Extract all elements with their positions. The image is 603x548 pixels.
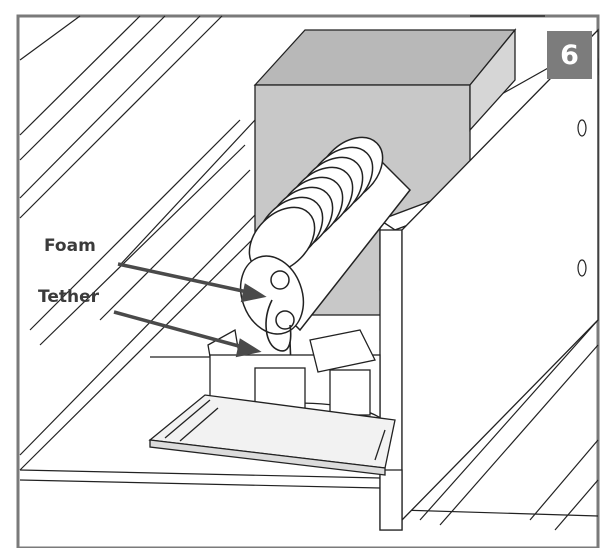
foam-arrowhead xyxy=(240,283,267,303)
ceiling-joists-left xyxy=(19,15,261,471)
foam-arrow xyxy=(117,262,253,295)
foam-hole-bottom xyxy=(275,310,295,330)
ceiling-plane xyxy=(19,356,599,517)
board-bolts xyxy=(577,119,587,277)
callout-arrows xyxy=(113,262,267,358)
flex-duct xyxy=(239,136,412,335)
foam-label: Foam xyxy=(44,236,96,256)
tether-arrow xyxy=(113,310,247,350)
tether-label: Tether xyxy=(38,287,100,307)
mounting-plate xyxy=(148,394,396,476)
foam-hole-top xyxy=(270,270,290,290)
duct-ribs xyxy=(248,136,384,274)
tether-arrowhead xyxy=(235,338,262,358)
step-number-badge: 6 xyxy=(547,31,592,79)
